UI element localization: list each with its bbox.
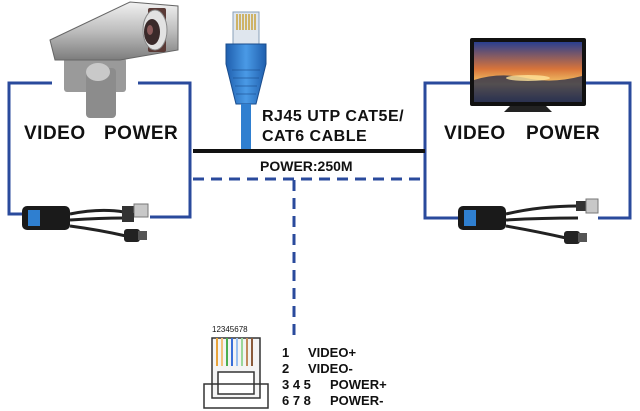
rj45-pinout-icon: [203, 337, 269, 409]
pinout-pins: 2: [282, 361, 290, 376]
right-power-label: POWER: [526, 123, 601, 144]
monitor-icon: [470, 38, 586, 112]
video-balun-icon: [458, 198, 599, 244]
pinout-label: POWER-: [330, 393, 384, 408]
pinout-pins: 3 4 5: [282, 377, 311, 392]
left-wiring: [7, 81, 192, 219]
left-power-label: POWER: [104, 123, 179, 144]
pinout-pins: 6 7 8: [282, 393, 311, 408]
security-camera-icon: [49, 1, 179, 118]
rj45-plug-icon: [225, 11, 267, 149]
right-video-label: VIDEO: [444, 123, 506, 144]
pinout-label: POWER+: [330, 377, 387, 392]
pinout-label: VIDEO+: [308, 345, 357, 360]
pinout-label: VIDEO-: [308, 361, 353, 376]
video-balun-icon: [22, 203, 149, 242]
power-distance-label: POWER:250M: [260, 158, 353, 174]
pin-numbers-label: 12345678: [212, 325, 248, 334]
cable-type-line2: CAT6 CABLE: [262, 128, 368, 145]
cable-type-line1: RJ45 UTP CAT5E/: [262, 108, 405, 125]
left-video-label: VIDEO: [24, 123, 86, 144]
pinout-pins: 1: [282, 345, 290, 360]
